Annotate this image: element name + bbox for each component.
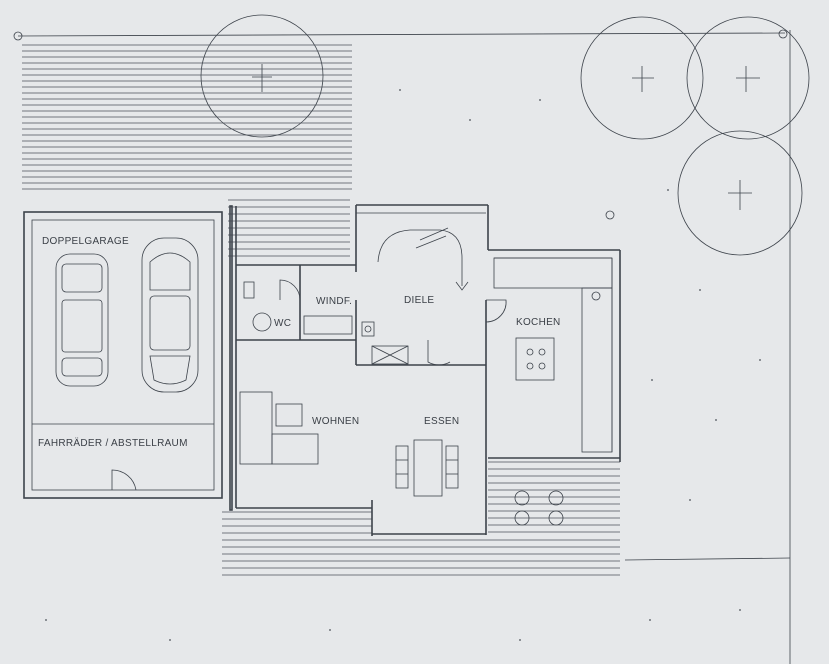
trees xyxy=(200,14,810,256)
room-label-garage: DOPPELGARAGE xyxy=(42,236,129,247)
south-terrace-hatching xyxy=(222,461,620,576)
tree-2 xyxy=(580,16,704,140)
doors xyxy=(279,279,507,366)
site-dots xyxy=(45,89,761,641)
garage-block xyxy=(23,211,223,499)
tree-3 xyxy=(686,16,810,140)
tree-1 xyxy=(200,14,324,138)
room-label-kitchen: KOCHEN xyxy=(516,317,561,328)
dining-table xyxy=(395,439,459,497)
hall-cabinet xyxy=(371,345,409,365)
car-right xyxy=(141,237,199,393)
garage-door-swing xyxy=(111,469,137,491)
room-label-hall: DIELE xyxy=(404,295,434,306)
wc-fixtures xyxy=(243,281,375,337)
kitchen-counters xyxy=(493,210,615,453)
room-label-living: WOHNEN xyxy=(312,416,359,427)
staircase xyxy=(377,227,469,291)
room-label-wind-lobby: WINDF. xyxy=(316,296,352,307)
room-label-bike-storage: FAHRRÄDER / ABSTELLRAUM xyxy=(38,437,188,449)
site-boundary xyxy=(13,29,791,664)
room-label-wc: WC xyxy=(274,318,291,329)
north-terrace-hatching xyxy=(22,44,352,257)
house-walls xyxy=(229,204,621,536)
room-label-dining: ESSEN xyxy=(424,416,459,427)
patio-chairs xyxy=(514,490,564,526)
tree-4 xyxy=(677,130,803,256)
living-furniture xyxy=(239,391,319,465)
car-left xyxy=(55,253,109,387)
